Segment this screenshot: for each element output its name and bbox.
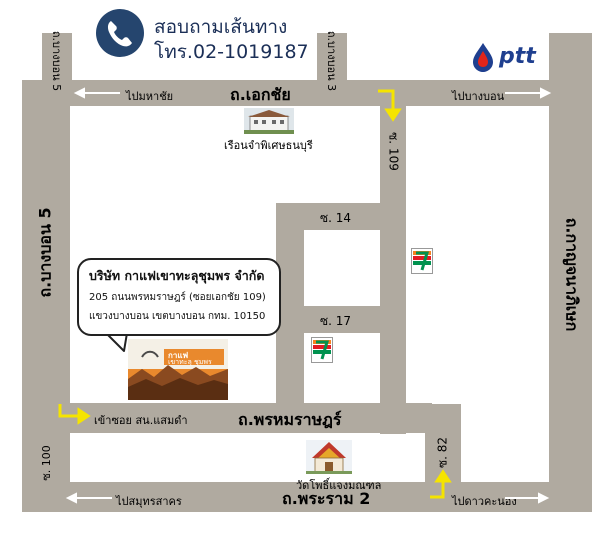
mountain-icon [128,339,228,400]
sign-line1: กาแฟ [168,351,189,360]
seven-eleven-icon [411,248,433,274]
company-sign: กาแฟ เขาทะลุ ชุมพร [128,339,228,400]
company-address-line1: 205 ถนนพรหมราษฎร์ (ซอยเอกชัย 109) [89,292,266,303]
road-soi109 [380,104,406,434]
label-ekkachai: ถ.เอกชัย [230,85,291,104]
arrow-enter-soi-left [58,404,91,425]
road-bangbon3-top [317,33,347,83]
seven-eleven-icon [311,337,333,363]
direction-daokhanong: ไปดาวคะนอง [452,495,517,508]
arrow-to-mahachai [73,87,120,99]
label-rama2: ถ.พระราม 2 [282,489,371,508]
label-soi14: ซ. 14 [320,211,352,225]
direction-bangbon: ไปบางบอน [452,90,505,103]
road-phrom-rat [22,403,432,433]
arrow-enter-soi109 [378,89,402,122]
direction-samutsakhon: ไปสมุทรสาคร [116,495,182,508]
label-soi17: ซ. 17 [320,314,352,328]
sign-line2: เขาทะลุ ชุมพร [168,358,212,366]
road-soi100 [22,431,70,491]
road-rama2 [22,482,592,512]
direction-mahachai: ไปมหาชัย [126,90,174,103]
road-kanchana [549,33,592,512]
arrow-to-daokhanong [505,492,550,504]
prison-building-icon [244,108,294,134]
road-bangbon5-top [42,33,72,83]
prison-label: เรือนจำพิเศษธนบุรี [224,139,313,152]
company-address-line2: แขวงบางบอน เขตบางบอน กทม. 10150 [89,311,266,322]
arrow-to-bangbon [505,87,552,99]
temple-label: วัดโพธิ์แจงมณฑล [296,479,382,492]
company-callout: บริษัท กาแฟเขาทะลุชุมพร จำกัด 205 ถนนพรห… [77,258,281,336]
ptt-logo-text: ptt [499,44,536,69]
ptt-logo: ptt [470,41,550,75]
company-name: บริษัท กาแฟเขาทะลุชุมพร จำกัด [89,268,265,283]
contact-title: สอบถามเส้นทาง [154,16,288,38]
arrow-enter-soi82 [430,469,452,499]
ptt-drop-icon [473,43,493,72]
phone-icon [96,9,144,57]
contact-phone: โทร.02-1019187 [154,41,309,63]
direction-enter-soi: เข้าซอย สน.แสมดำ [94,414,188,427]
label-phrom-rat: ถ.พรหมราษฎร์ [238,410,342,429]
temple-icon [306,440,352,474]
arrow-to-samutsakhon [65,492,112,504]
